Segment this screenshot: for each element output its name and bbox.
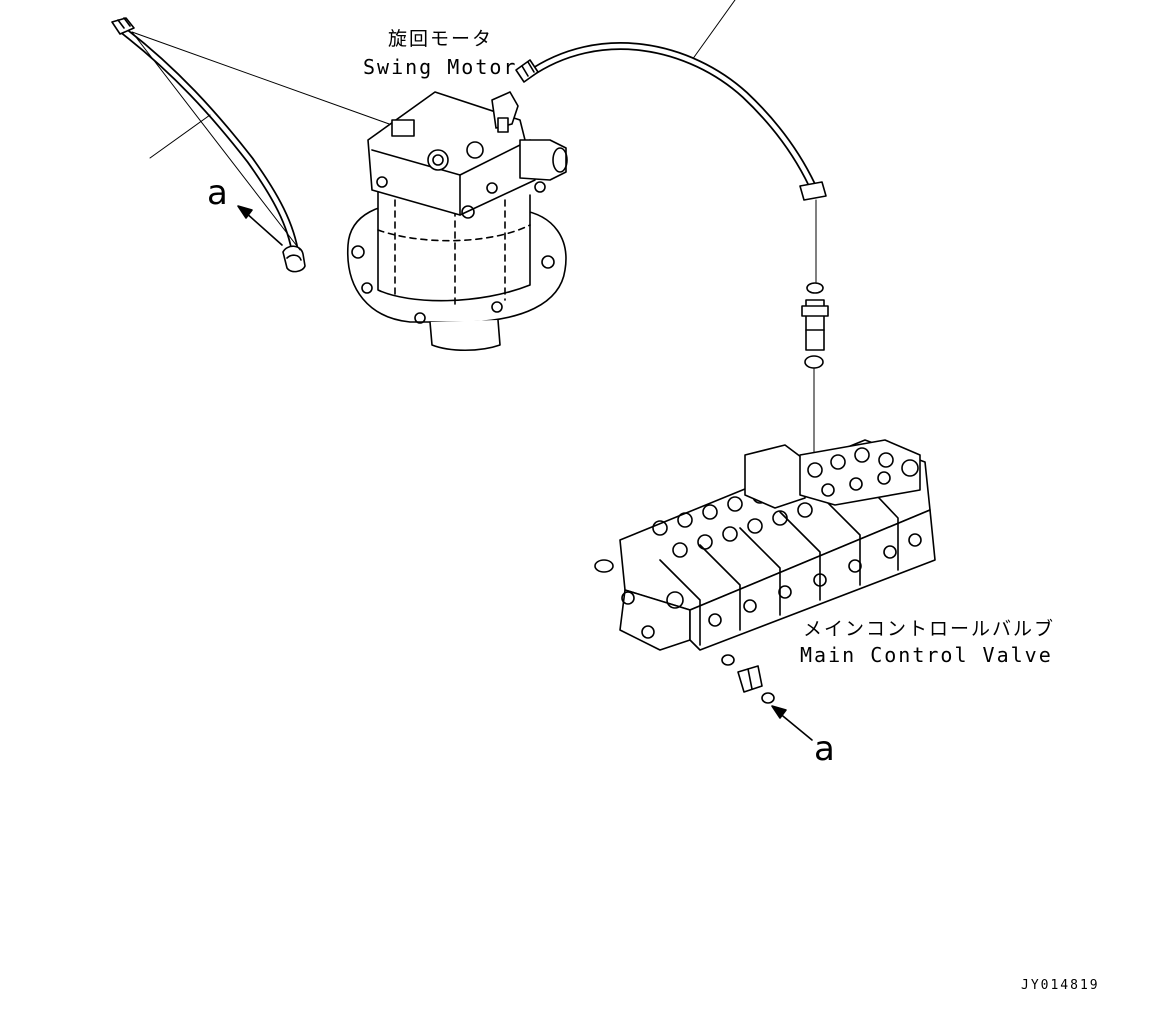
swing-motor-label-en: Swing Motor [363,55,518,79]
left-drain-hose [111,17,306,273]
view-arrow-right [771,705,813,741]
main-control-valve [594,439,936,651]
valve-port-fittings [721,654,775,704]
swing-motor-label-jp: 旋回モータ [388,28,494,50]
view-a-label-left: a [207,173,228,213]
view-arrow-left [237,205,283,246]
leader-lines [131,0,817,463]
main-valve-label-jp: メインコントロールバルブ [803,618,1056,640]
drawing-id: JY014819 [1021,978,1100,993]
fitting-stack [801,282,829,369]
view-a-label-right: a [814,729,835,769]
swing-motor [347,91,568,351]
main-valve-label-en: Main Control Valve [800,643,1053,667]
right-hose [515,42,827,201]
